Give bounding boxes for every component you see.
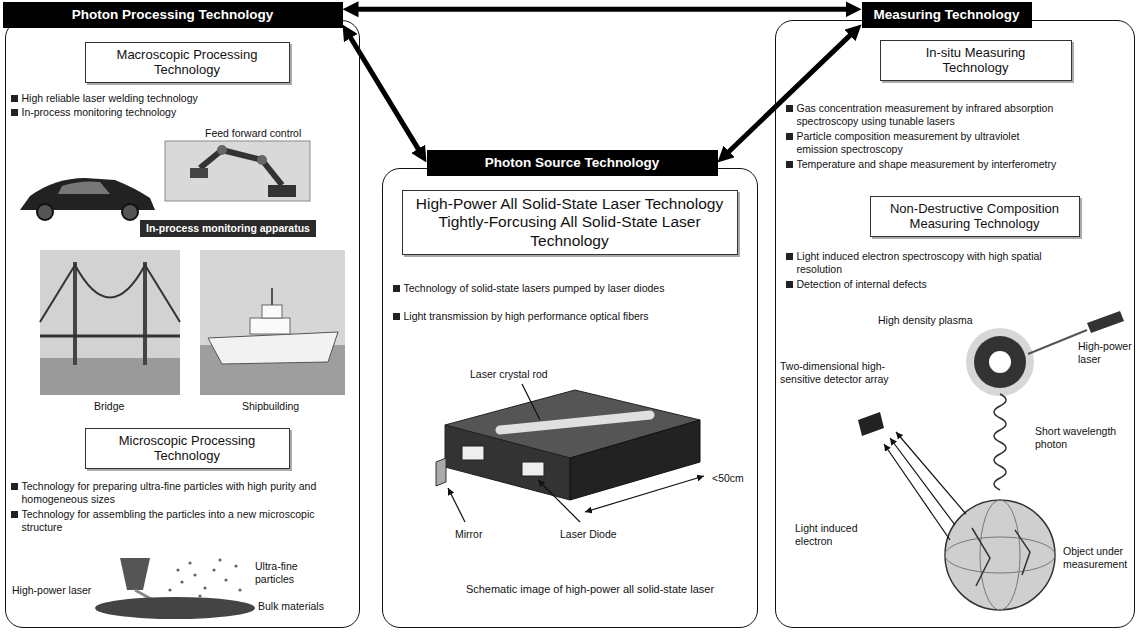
bullet-text: High reliable laser welding technology (10, 92, 310, 105)
figure-label: High density plasma (878, 314, 973, 327)
bullet-text: In-process monitoring technology (10, 106, 310, 119)
figure-label: Ultra-fine particles (255, 560, 325, 586)
subsection-box: Macroscopic Processing Technology (85, 42, 290, 83)
figure-label: Two-dimensional high-sensitive detector … (780, 360, 895, 386)
section-header: Photon Processing Technology (3, 2, 343, 28)
bridge-picture (40, 250, 180, 395)
bullet-text: Gas concentration measurement by infrare… (785, 102, 1059, 128)
box-text: Non-Destructive Composition Measuring Te… (887, 201, 1063, 232)
dimension-label: <50cm (712, 472, 744, 485)
box-text: Photon Source Technology (439, 155, 706, 171)
bullet-text: Particle composition measurement by ultr… (785, 130, 1059, 156)
bullet-text: Light induced electron spectroscopy with… (785, 250, 1059, 276)
figure-label: Laser Diode (560, 528, 617, 541)
box-text: Tightly-Forcusing All Solid-State Laser … (413, 213, 727, 250)
section-header: Photon Source Technology (427, 150, 718, 176)
subsection-box: Microscopic Processing Technology (85, 428, 290, 469)
figure-caption: Schematic image of high-power all solid-… (440, 582, 740, 596)
double-arrow (351, 7, 854, 12)
figure-label: Mirror (455, 528, 482, 541)
box-text: Macroscopic Processing Technology (102, 47, 273, 78)
figure-label: Light induced electron (795, 522, 875, 548)
section-panel: High reliable laser welding technologyIn… (5, 20, 360, 628)
bullet-text: Technology for assembling the particles … (10, 508, 355, 534)
section-panel: Technology of solid-state lasers pumped … (382, 168, 758, 628)
subsection-box: In-situ Measuring Technology (880, 40, 1072, 81)
robot-arm-picture (165, 141, 310, 201)
picture-caption: Shipbuilding (242, 400, 299, 413)
box-text: In-situ Measuring Technology (897, 45, 1055, 76)
technology-box: High-Power All Solid-State Laser Technol… (402, 190, 738, 256)
figure-label: Laser crystal rod (470, 368, 548, 381)
bullet-text: Technology for preparing ultra-fine part… (10, 480, 355, 506)
box-text: High-Power All Solid-State Laser Technol… (413, 195, 727, 214)
double-arrow (347, 31, 423, 155)
box-text: Photon Processing Technology (15, 7, 331, 23)
particle-production-picture (95, 558, 255, 619)
figure-label: Object under measurement (1063, 545, 1128, 571)
section-header: Measuring Technology (862, 2, 1032, 28)
bullet-text: Light transmission by high performance o… (392, 310, 742, 323)
car-picture (20, 178, 155, 220)
box-text: Measuring Technology (874, 7, 1020, 23)
figure-label: Bulk materials (258, 600, 324, 613)
ship-picture (200, 250, 345, 395)
figure-label: Short wavelength photon (1035, 425, 1130, 451)
box-text: Microscopic Processing Technology (102, 433, 273, 464)
picture-caption: Bridge (94, 400, 124, 413)
bullet-text: Detection of internal defects (785, 278, 1059, 291)
subsection-box: Non-Destructive Composition Measuring Te… (870, 196, 1080, 237)
bullet-text: Technology of solid-state lasers pumped … (392, 282, 692, 295)
figure-label: High-power laser (12, 584, 91, 597)
figure-label: High-power laser (1078, 340, 1133, 366)
apparatus-label: In-process monitoring apparatus (140, 220, 316, 237)
bullet-text: Temperature and shape measurement by int… (785, 158, 1059, 171)
laser-module-picture (436, 384, 704, 522)
figure-label: Feed forward control (205, 127, 301, 140)
